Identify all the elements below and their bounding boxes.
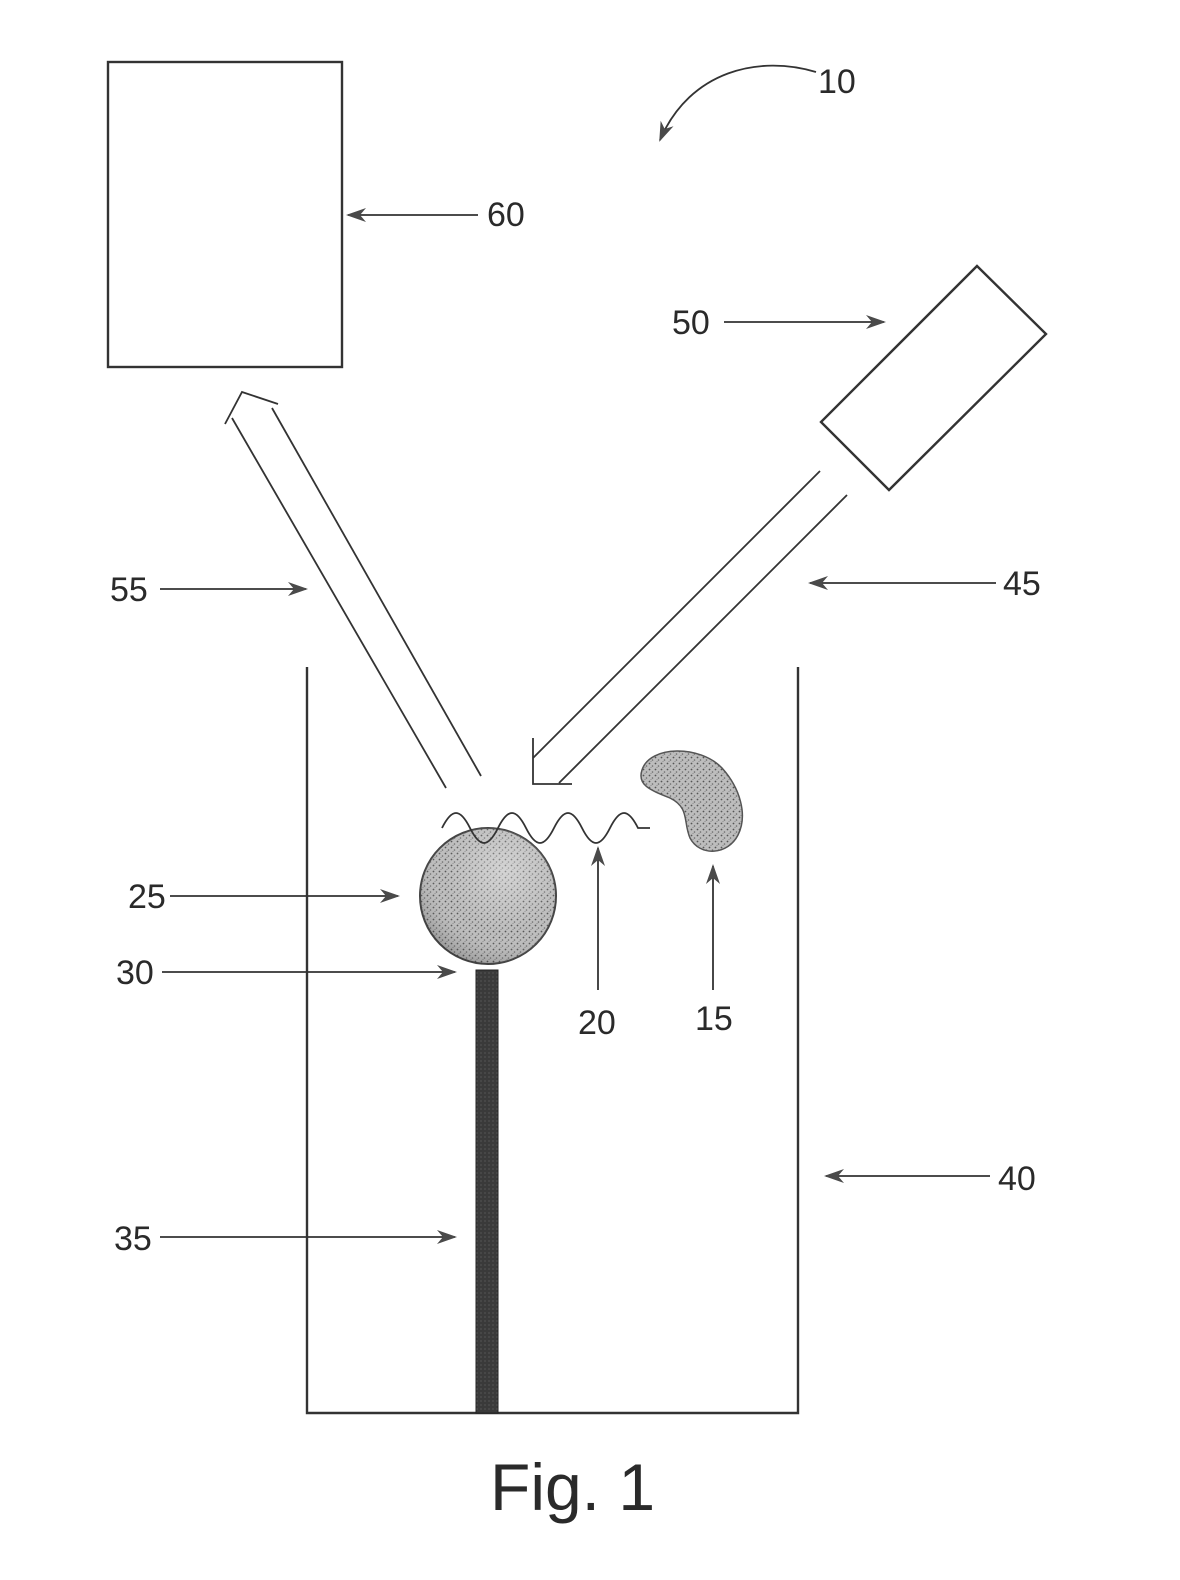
label-10: 10 <box>818 63 856 101</box>
label-20: 20 <box>578 1004 616 1042</box>
label-45: 45 <box>1003 565 1041 603</box>
detector-box <box>106 60 344 369</box>
incident-beam <box>532 470 848 785</box>
label-55: 55 <box>110 571 148 609</box>
label-40: 40 <box>998 1160 1036 1198</box>
target-molecule <box>640 750 744 852</box>
nanoparticle-sphere <box>419 827 557 965</box>
sample-container <box>305 667 800 1415</box>
label-35: 35 <box>114 1220 152 1258</box>
system-reference-arrow <box>659 64 817 142</box>
source-box <box>819 264 1048 492</box>
label-50: 50 <box>672 304 710 342</box>
label-15: 15 <box>695 1000 733 1038</box>
label-25: 25 <box>128 878 166 916</box>
label-60: 60 <box>487 196 525 234</box>
figure-caption: Fig. 1 <box>490 1450 655 1524</box>
label-30: 30 <box>116 954 154 992</box>
probe-stem <box>475 969 499 1414</box>
signal-wave <box>441 812 650 844</box>
scattered-beam <box>224 390 482 789</box>
